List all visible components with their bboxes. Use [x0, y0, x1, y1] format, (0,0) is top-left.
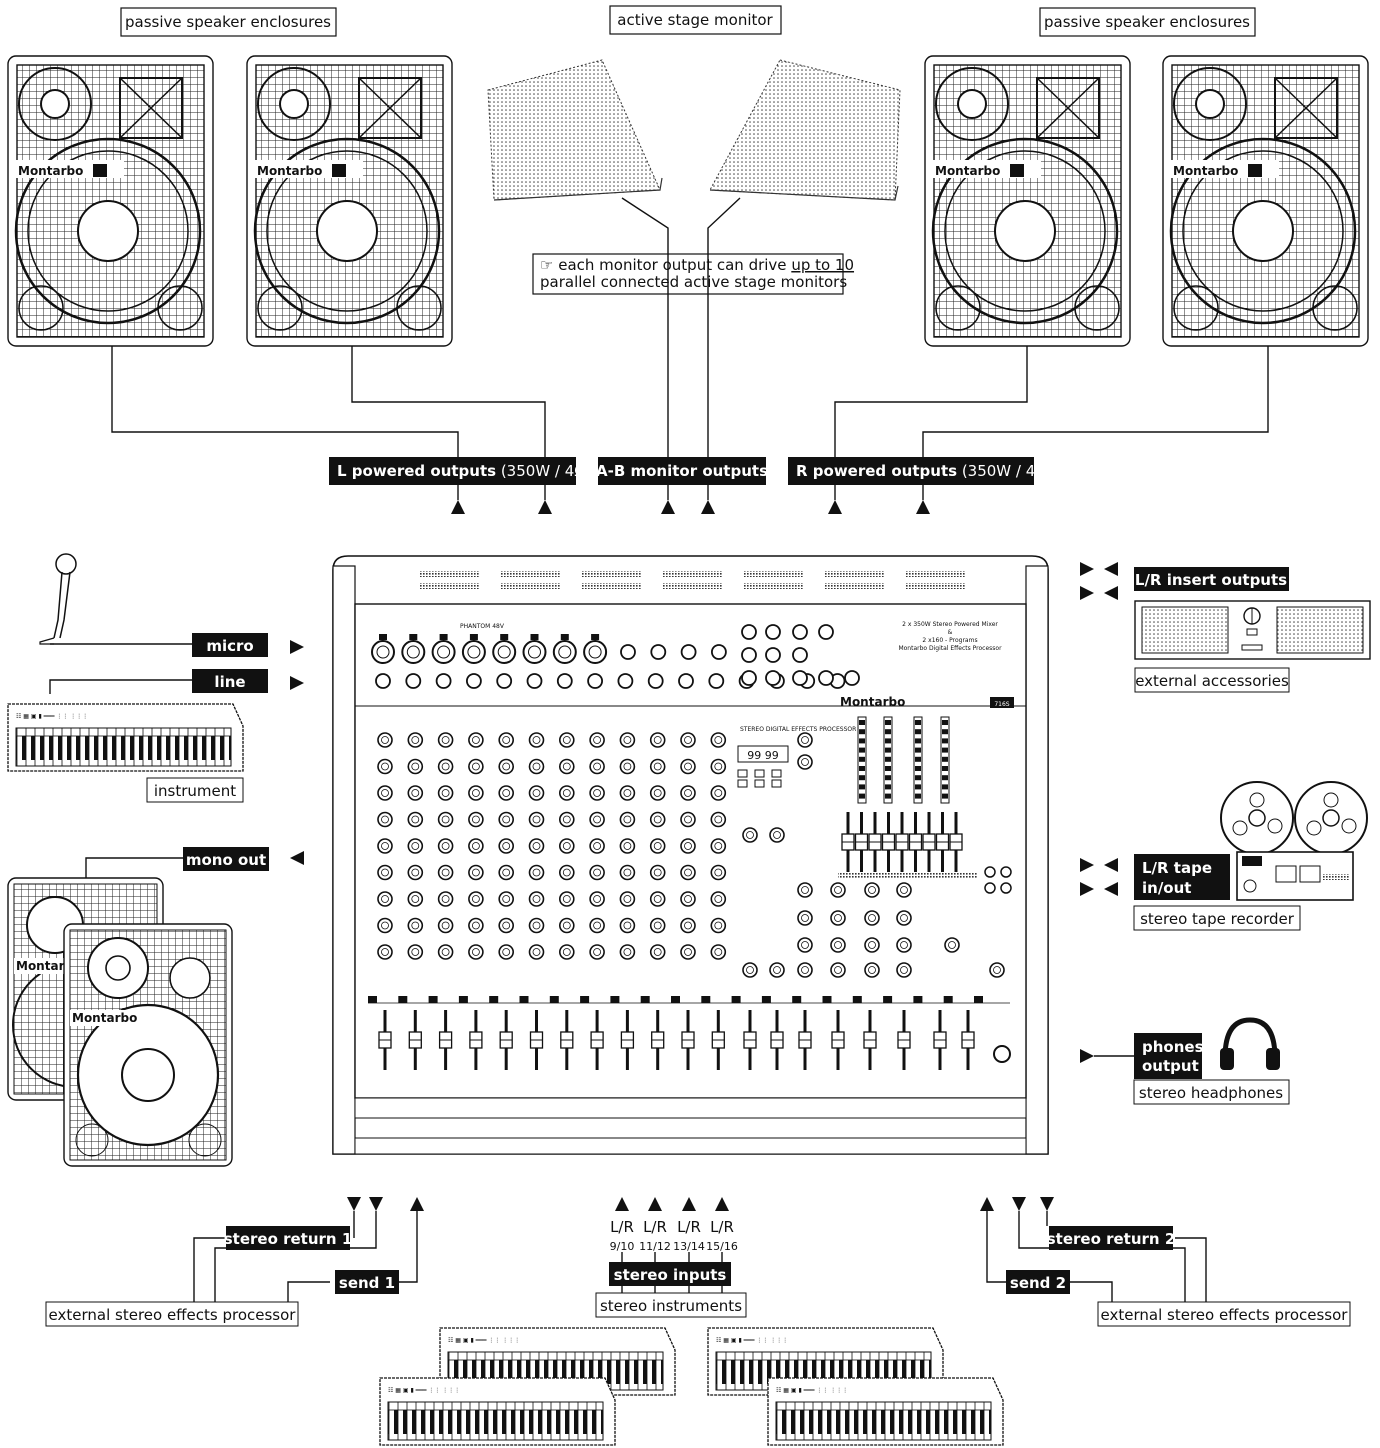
headphones-icon [1220, 1020, 1280, 1070]
svg-text:send 2: send 2 [1010, 1274, 1066, 1292]
svg-text:passive speaker enclosures: passive speaker enclosures [1044, 13, 1250, 31]
passive-speakers-label-right: passive speaker enclosures [1040, 8, 1255, 36]
passive-speakers-label-left: passive speaker enclosures [121, 8, 336, 36]
stereo-return-2-label: stereo return 2 [1047, 1226, 1176, 1250]
svg-text:instrument: instrument [154, 782, 236, 800]
svg-text:Montarbo: Montarbo [840, 695, 905, 709]
svg-text:L/R tape: L/R tape [1142, 859, 1212, 877]
svg-text:L/R: L/R [710, 1218, 734, 1236]
micro-label: micro [192, 633, 268, 657]
active-monitor-label: active stage monitor [610, 6, 781, 34]
svg-text:external stereo effects proces: external stereo effects processor [49, 1306, 297, 1324]
keyboard-instrument [8, 704, 243, 771]
stereo-input-arrows [615, 1197, 729, 1211]
return1-arrows [347, 1197, 424, 1211]
mono-out-label: mono out [183, 847, 269, 871]
mono-speaker-front: Montarbo [64, 924, 232, 1166]
svg-text:L/R: L/R [677, 1218, 701, 1236]
svg-text:2 x 350W Stereo Powered Mix: 2 x 350W Stereo Powered Mixer [902, 621, 998, 628]
svg-text:output: output [1142, 1057, 1199, 1075]
tape-arrows [1080, 858, 1118, 896]
monitor-note: ☞ each monitor output can drive up to 10… [533, 254, 854, 294]
stereo-inputs-label: stereo inputs [609, 1262, 731, 1286]
stereo-keyboard-4 [768, 1378, 1003, 1445]
svg-text:micro: micro [206, 637, 253, 655]
send-1-label: send 1 [335, 1270, 399, 1294]
stereo-input-pairs: L/R L/R L/R L/R 9/10 11/12 13/14 15/16 [610, 1218, 738, 1253]
svg-text:stereo return 1: stereo return 1 [224, 1230, 353, 1248]
svg-text:9/10: 9/10 [610, 1240, 635, 1253]
send-2-label: send 2 [1006, 1270, 1070, 1294]
svg-text:PHANTOM 48V: PHANTOM 48V [460, 623, 505, 630]
svg-text:parallel connected active stag: parallel connected active stage monitors [540, 273, 847, 291]
stage-monitor-right [710, 60, 900, 200]
line-label: line [192, 669, 268, 693]
svg-text:15/16: 15/16 [706, 1240, 738, 1253]
svg-text:stereo instruments: stereo instruments [600, 1297, 742, 1315]
svg-text:Montarbo: Montarbo [1173, 164, 1238, 178]
speaker-right-2: Montarbo [1163, 56, 1368, 346]
svg-text:Montarbo Digital Effects Pr: Montarbo Digital Effects Processor [898, 645, 1002, 652]
svg-text:line: line [214, 673, 245, 691]
stereo-instruments-label: stereo instruments [596, 1293, 746, 1317]
tape-recorder-label: stereo tape recorder [1134, 906, 1300, 930]
svg-text:active stage monitor: active stage monitor [617, 11, 773, 29]
stereo-keyboard-2 [380, 1378, 615, 1445]
svg-text:stereo tape recorder: stereo tape recorder [1140, 910, 1295, 928]
external-accessories-label: external accessories [1135, 668, 1289, 692]
svg-text:L powered outputs (350W / 4Ω): L powered outputs (350W / 4Ω) [337, 462, 592, 480]
svg-text:stereo headphones: stereo headphones [1139, 1084, 1283, 1102]
stage-monitor-left [488, 60, 662, 200]
svg-text:STEREO DIGITAL EFFECTS PROCESS: STEREO DIGITAL EFFECTS PROCESSOR [740, 726, 856, 733]
svg-text:Montarbo: Montarbo [257, 164, 322, 178]
speaker-left-2: Montarbo [247, 56, 452, 346]
tape-inout-label: L/R tape in/out [1134, 854, 1230, 900]
svg-text:2 x160 - Programs: 2 x160 - Programs [922, 637, 977, 644]
svg-text:send 1: send 1 [339, 1274, 395, 1292]
svg-text:stereo inputs: stereo inputs [614, 1266, 727, 1284]
headphones-label: stereo headphones [1134, 1080, 1289, 1104]
svg-text:Montarbo: Montarbo [72, 1011, 137, 1025]
svg-text:L/R: L/R [610, 1218, 634, 1236]
instrument-label: instrument [147, 778, 243, 802]
external-accessory-device [1135, 601, 1370, 659]
svg-text:external stereo effects proces: external stereo effects processor [1101, 1306, 1349, 1324]
right-powered-outputs-label: R powered outputs (350W / 4Ω) [788, 457, 1053, 485]
svg-text:L/R: L/R [643, 1218, 667, 1236]
svg-text:L/R insert outputs: L/R insert outputs [1135, 571, 1287, 589]
svg-text:mono out: mono out [186, 851, 266, 869]
svg-text:external accessories: external accessories [1135, 672, 1289, 690]
svg-text:in/out: in/out [1142, 879, 1191, 897]
ext-fx-left-label: external stereo effects processor [46, 1302, 298, 1326]
monitor-outputs-label: A-B monitor outputs [596, 457, 768, 485]
microphone-icon [40, 554, 76, 644]
svg-text:Montarbo: Montarbo [18, 164, 83, 178]
tape-recorder-icon [1221, 782, 1367, 900]
left-powered-outputs-label: L powered outputs (350W / 4Ω) [329, 457, 592, 485]
insert-outputs-label: L/R insert outputs [1134, 567, 1289, 591]
svg-text:stereo return 2: stereo return 2 [1047, 1230, 1176, 1248]
svg-text:716S: 716S [994, 701, 1009, 708]
powered-mixer: PHANTOM 48V 2 x 350W Stereo Powered Mixe… [333, 556, 1048, 1154]
phones-output-label: phones output [1134, 1033, 1204, 1079]
insert-arrows [1080, 562, 1118, 600]
svg-text:Montarbo: Montarbo [935, 164, 1000, 178]
speaker-left-1: Montarbo [8, 56, 213, 346]
svg-text:99 99: 99 99 [747, 749, 779, 762]
svg-text:R powered outputs (350W / 4Ω): R powered outputs (350W / 4Ω) [796, 462, 1053, 480]
svg-text:passive speaker enclosures: passive speaker enclosures [125, 13, 331, 31]
speaker-right-1: Montarbo [925, 56, 1130, 346]
ext-fx-right-label: external stereo effects processor [1098, 1302, 1350, 1326]
svg-text:&: & [948, 629, 953, 636]
svg-text:☞ each monitor output can driv: ☞ each monitor output can drive up to 10 [540, 256, 854, 274]
svg-text:phones: phones [1142, 1038, 1204, 1056]
svg-text:A-B monitor outputs: A-B monitor outputs [596, 462, 768, 480]
return2-arrows [980, 1197, 1054, 1211]
output-arrows [451, 500, 930, 514]
svg-text:13/14: 13/14 [673, 1240, 705, 1253]
stereo-return-1-label: stereo return 1 [224, 1226, 353, 1250]
svg-text:11/12: 11/12 [639, 1240, 671, 1253]
